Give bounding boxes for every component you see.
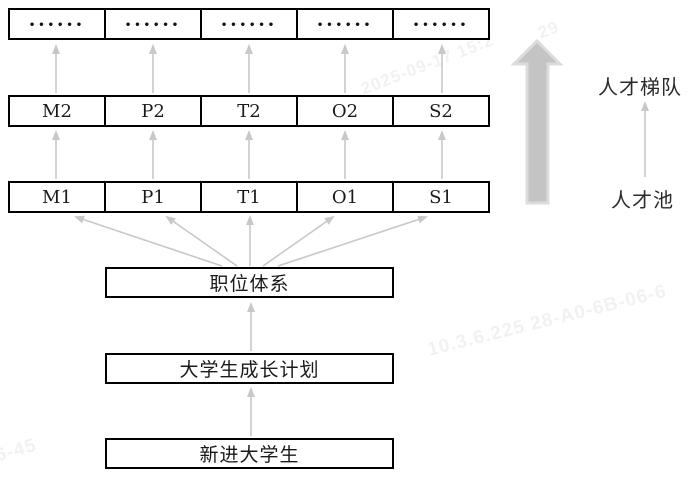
tier2-row: M2 P2 T2 O2 S2 xyxy=(8,95,490,127)
growth-plan-box: 大学生成长计划 xyxy=(105,353,394,384)
talent-echelon-label: 人才梯队 xyxy=(598,75,682,99)
dots-cell: •••••• xyxy=(10,10,106,38)
tier1-cell-o1: O1 xyxy=(298,183,394,211)
fan-arrow xyxy=(277,215,428,267)
dots-cell: •••••• xyxy=(298,10,394,38)
dots-cell: •••••• xyxy=(106,10,202,38)
tier1-cell-p1: P1 xyxy=(106,183,202,211)
new-students-box: 新进大学生 xyxy=(105,438,394,469)
dots-cell: •••••• xyxy=(394,10,488,38)
fan-arrow xyxy=(74,215,223,267)
block-up-arrow xyxy=(510,38,564,205)
tier1-row: M1 P1 T1 O1 S1 xyxy=(8,181,490,213)
tier1-cell-t1: T1 xyxy=(202,183,298,211)
fan-arrow xyxy=(165,215,238,267)
position-system-box: 职位体系 xyxy=(105,267,394,298)
tier2-cell-o2: O2 xyxy=(298,97,394,125)
tier1-cell-m1: M1 xyxy=(10,183,106,211)
dots-cell: •••••• xyxy=(202,10,298,38)
fan-arrow xyxy=(262,215,335,267)
tier2-cell-s2: S2 xyxy=(394,97,488,125)
tier2-cell-t2: T2 xyxy=(202,97,298,125)
tier2-cell-p2: P2 xyxy=(106,97,202,125)
tier1-cell-s1: S1 xyxy=(394,183,488,211)
tier2-cell-m2: M2 xyxy=(10,97,106,125)
dots-row: •••••• •••••• •••••• •••••• •••••• xyxy=(8,8,490,40)
talent-pool-label: 人才池 xyxy=(611,188,674,212)
